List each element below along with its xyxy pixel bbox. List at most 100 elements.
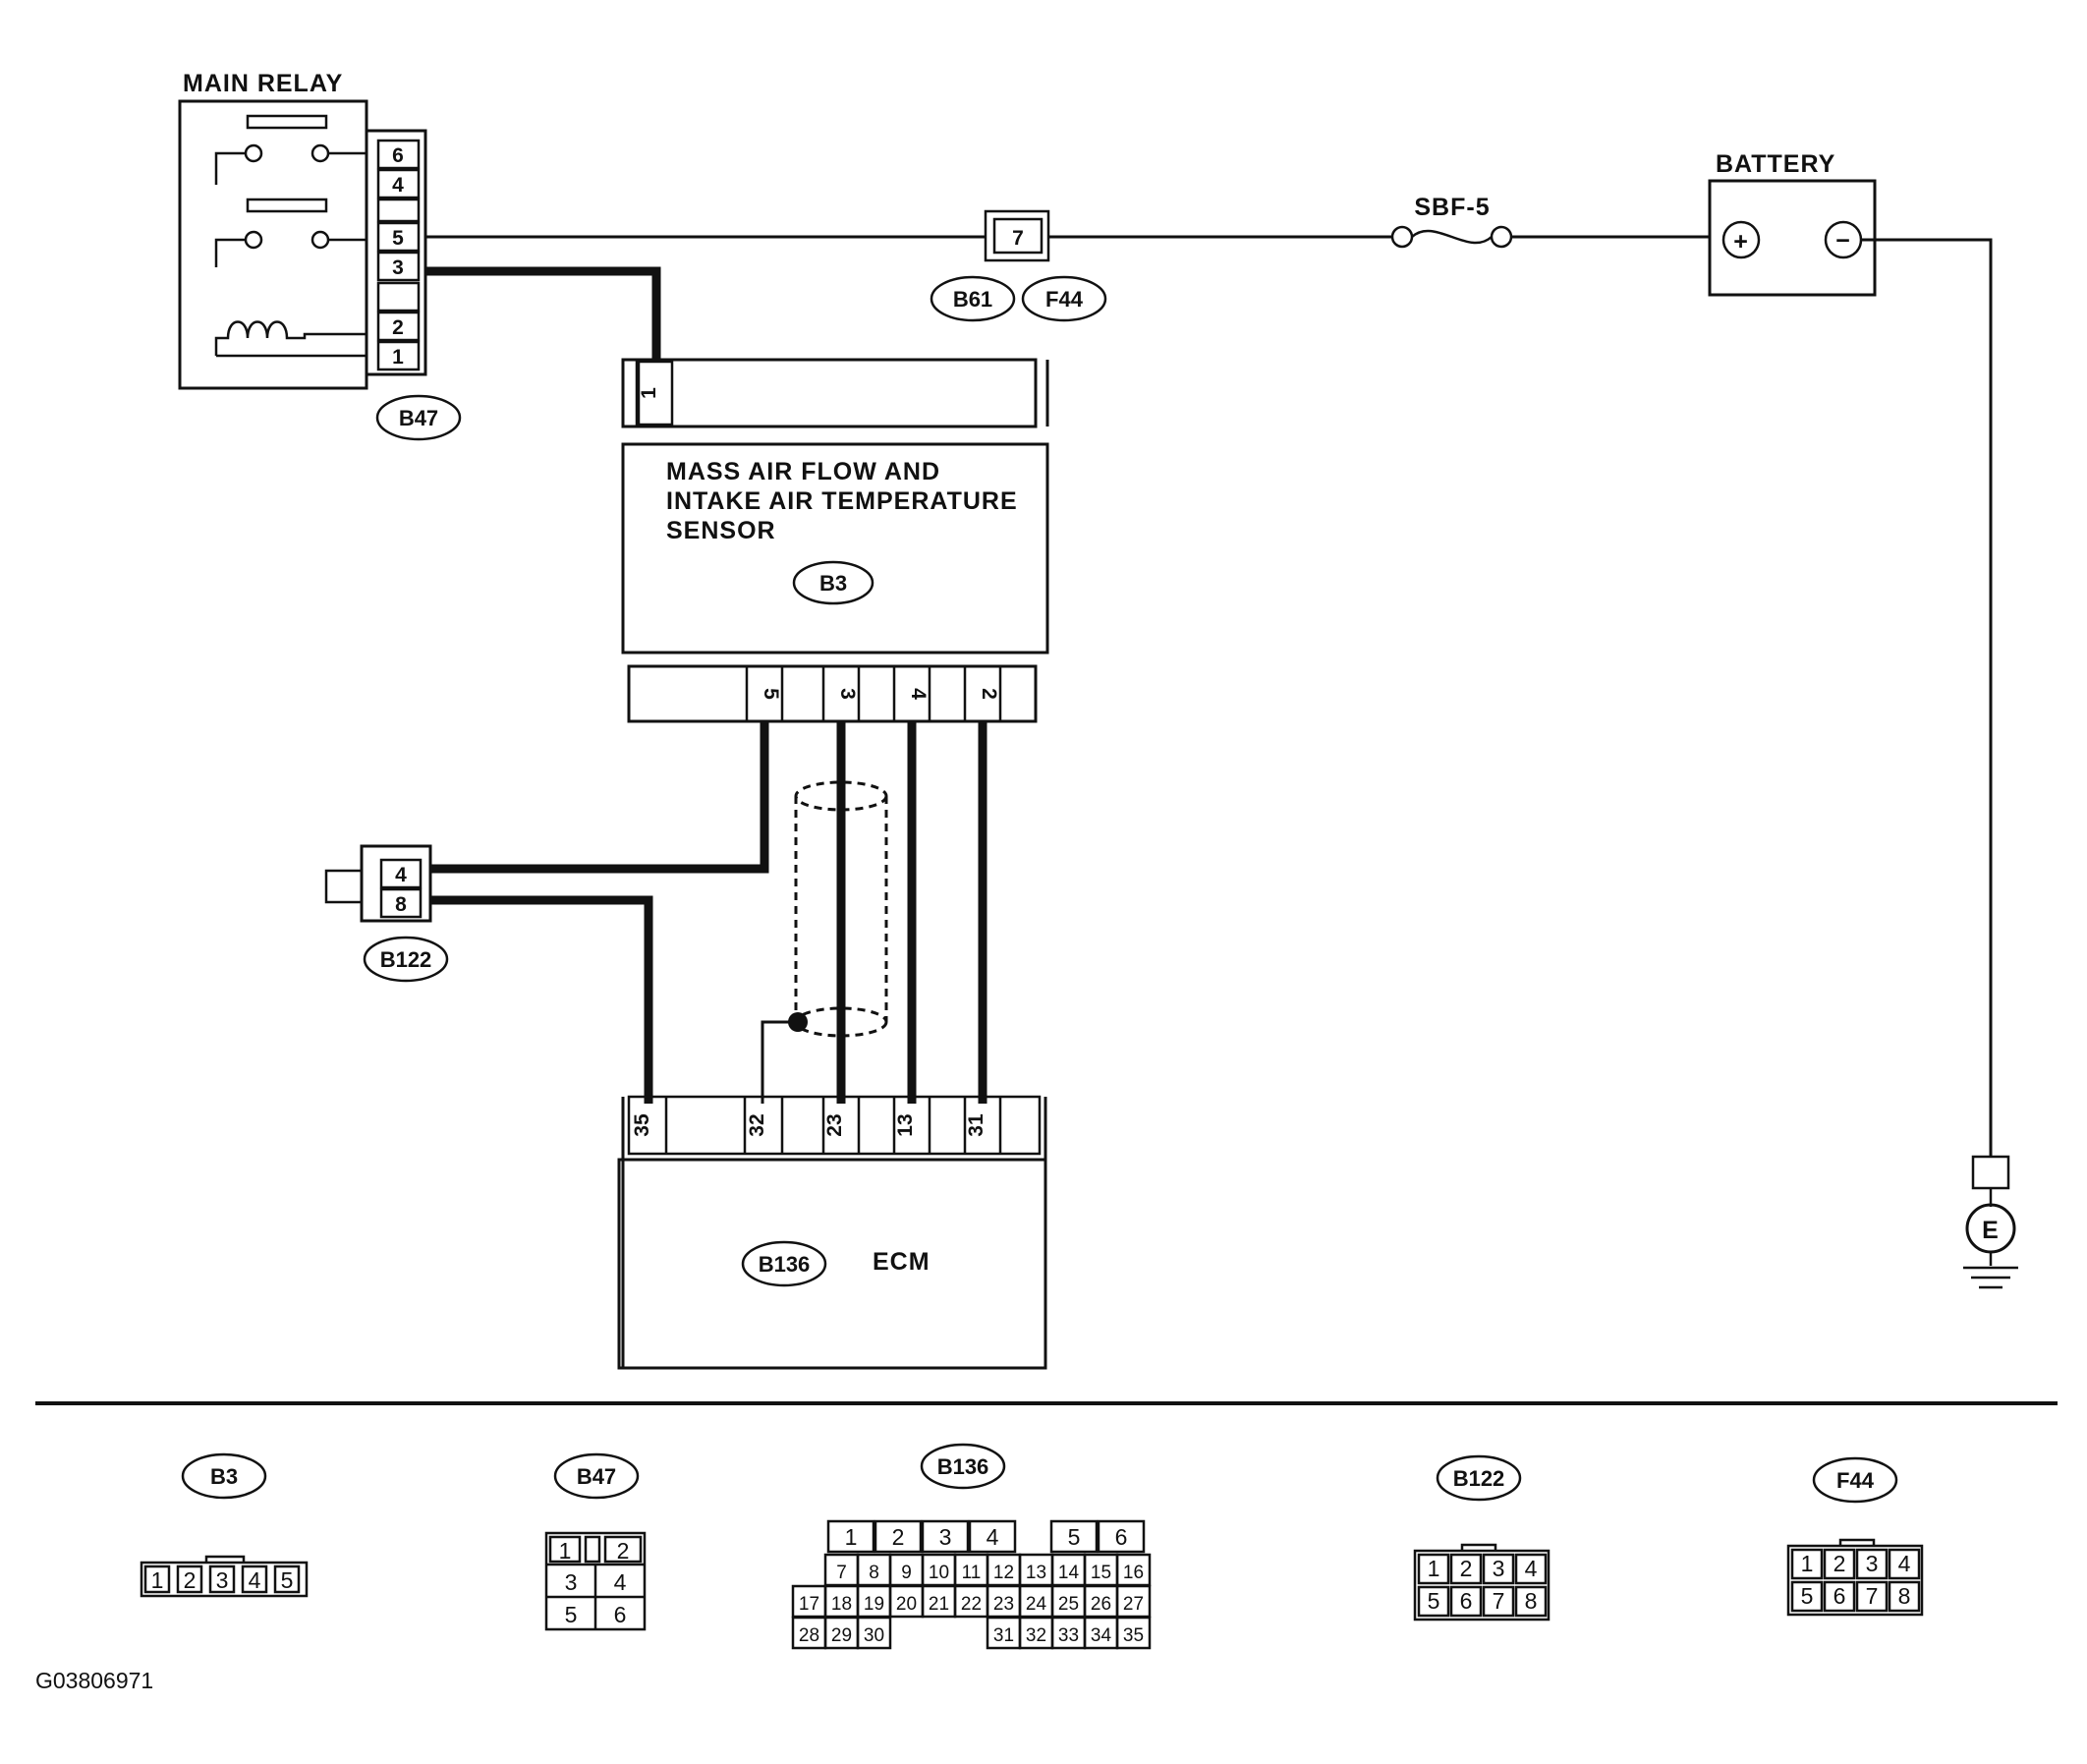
battery-plus-icon: + [1733, 228, 1749, 256]
b136-pin-32-label: 32 [1026, 1625, 1046, 1646]
b136-pin-12-label: 12 [993, 1563, 1014, 1583]
b136-pin-22-label: 22 [961, 1594, 982, 1615]
svg-text:4: 4 [392, 174, 404, 197]
b122-pin-4-label: 4 [1525, 1556, 1538, 1581]
f44-pin-1-label: 1 [1801, 1551, 1814, 1576]
b136-pin-1 [826, 1519, 875, 1554]
b122-pin-3 [1482, 1553, 1515, 1585]
f44-badge: F44 [1021, 275, 1107, 322]
fuse-sbf5: SBF-5 [1390, 194, 1513, 249]
svg-text:SBF-5: SBF-5 [1414, 194, 1490, 221]
ecm-pin-35: 35 [631, 1113, 653, 1137]
b136-pin-5-label: 5 [1068, 1524, 1081, 1550]
b136-pin-2 [874, 1519, 923, 1554]
svg-text:8: 8 [395, 893, 407, 916]
b47-badge: B47 [375, 394, 462, 441]
b136-pin-3 [921, 1519, 970, 1554]
svg-text:B61: B61 [953, 287, 992, 312]
b122-pin-3-label: 3 [1493, 1556, 1505, 1581]
f44-pin-3 [1855, 1548, 1889, 1580]
b136-pin-14-label: 14 [1058, 1563, 1080, 1583]
b3-badge: B3 [792, 560, 874, 605]
b136-pin-35-label: 35 [1123, 1625, 1144, 1646]
sensor-pin-3: 3 [836, 688, 859, 700]
svg-text:6: 6 [614, 1602, 627, 1627]
ecm: 35 32 23 13 31 B136 ECM [617, 1095, 1047, 1370]
svg-text:B122: B122 [1453, 1466, 1505, 1491]
face-b3: B3 1 2 3 4 5 [140, 1452, 309, 1598]
svg-text:MASS AIR FLOW AND: MASS AIR FLOW AND [666, 458, 940, 485]
sensor-pin-5: 5 [760, 688, 782, 700]
b136-pin-4 [968, 1519, 1017, 1554]
main-relay: MAIN RELAY 6 4 5 3 2 1 B47 [178, 70, 462, 441]
b136-pin-31-label: 31 [993, 1625, 1014, 1646]
b136-pin-25-label: 25 [1058, 1594, 1079, 1615]
b122-connector: 4 8 B122 [324, 844, 449, 983]
f44-pin-1 [1790, 1548, 1824, 1580]
f44-pin-8 [1888, 1580, 1921, 1613]
b122-pin-1 [1417, 1553, 1450, 1585]
b136-pin-4-label: 4 [987, 1524, 999, 1550]
b136-pin-26-label: 26 [1091, 1594, 1111, 1615]
b136-pin-7-label: 7 [836, 1563, 847, 1583]
svg-text:F44: F44 [1836, 1468, 1875, 1493]
svg-text:F44: F44 [1045, 287, 1084, 312]
ground-symbol: E [1963, 1155, 2018, 1289]
b136-pin-35 [1115, 1616, 1152, 1650]
maf-sensor: 1 MASS AIR FLOW AND INTAKE AIR TEMPERATU… [621, 358, 1049, 723]
svg-text:B122: B122 [380, 947, 432, 972]
b136-pin-17-label: 17 [799, 1594, 819, 1615]
svg-text:B47: B47 [399, 406, 438, 430]
b136-pin-2-label: 2 [892, 1524, 905, 1550]
b122-pin-2 [1449, 1553, 1483, 1585]
b122-pin-6 [1449, 1585, 1483, 1618]
main-relay-label: MAIN RELAY [183, 70, 343, 97]
b136-pin-5 [1049, 1519, 1099, 1554]
svg-text:E: E [1982, 1217, 2000, 1244]
relay-pin-1: 1 [376, 340, 421, 371]
f44-pin-4 [1888, 1548, 1921, 1580]
b136-pin-15-label: 15 [1091, 1563, 1111, 1583]
b136-pin-30 [856, 1616, 892, 1650]
svg-text:4: 4 [614, 1569, 627, 1595]
shielded-cable [761, 780, 888, 1104]
b136-pin-13-label: 13 [1026, 1563, 1046, 1583]
f44-pin-7-label: 7 [1866, 1583, 1879, 1609]
b136-pin-1-label: 1 [845, 1524, 858, 1550]
b136-pin-29-label: 29 [831, 1625, 852, 1646]
b136-pin-28-label: 28 [799, 1625, 819, 1646]
b136-pin-6 [1097, 1519, 1146, 1554]
svg-text:3: 3 [392, 256, 404, 279]
b122-pin-8 [1514, 1585, 1548, 1618]
svg-text:3: 3 [565, 1569, 578, 1595]
b122-pin-5 [1417, 1585, 1450, 1618]
relay-pin-2: 2 [376, 311, 421, 342]
wire-sensor5-b122-4 [430, 721, 769, 874]
svg-text:5: 5 [281, 1567, 294, 1593]
f44-pin-2 [1823, 1548, 1856, 1580]
b136-pin-27-label: 27 [1123, 1594, 1144, 1615]
battery-minus-icon: − [1835, 227, 1851, 255]
battery: BATTERY + − [1708, 150, 1877, 297]
b136-pin-3-label: 3 [939, 1524, 952, 1550]
b61-badge: B61 [930, 275, 1016, 322]
b122-pin-6-label: 6 [1460, 1588, 1473, 1614]
f44-pin-2-label: 2 [1833, 1551, 1846, 1576]
svg-text:2: 2 [392, 316, 404, 339]
svg-text:2: 2 [184, 1567, 197, 1593]
f44-pin-4-label: 4 [1898, 1551, 1911, 1576]
b136-pin-18-label: 18 [831, 1594, 852, 1615]
b136-pin-11-label: 11 [962, 1563, 982, 1583]
wire-relay3-sensor1 [425, 266, 661, 360]
f44-pin-7 [1855, 1580, 1889, 1613]
b136-pin-19-label: 19 [864, 1594, 884, 1615]
relay-pin-3: 3 [376, 251, 421, 282]
figure-code: G03806971 [35, 1668, 153, 1693]
relay-pin-5: 5 [376, 221, 421, 253]
ecm-pin-23: 23 [823, 1113, 846, 1136]
b122-pin-4 [1514, 1553, 1548, 1585]
svg-text:SENSOR: SENSOR [666, 517, 776, 544]
svg-text:BATTERY: BATTERY [1716, 150, 1835, 178]
